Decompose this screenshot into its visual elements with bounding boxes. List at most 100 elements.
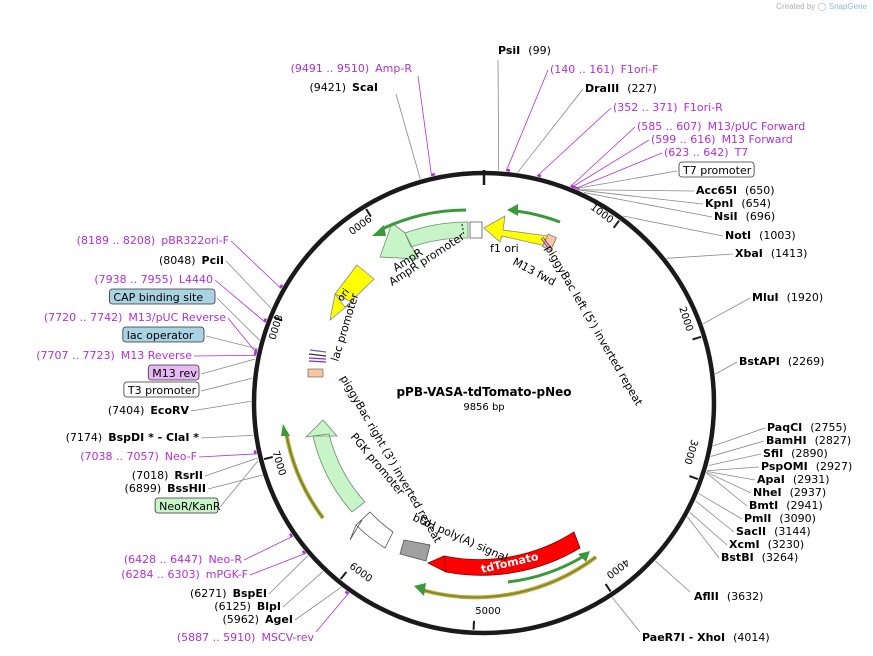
leader-line: [219, 460, 259, 508]
primer-mark: [288, 533, 294, 538]
leader-line: [706, 472, 748, 507]
pmli-site-label: PmlI(3090): [744, 512, 816, 525]
label-scai: (9421) ScaI: [309, 81, 378, 94]
leader-line: [622, 215, 724, 237]
m13-fwd-name: M13 Forward: [722, 133, 793, 146]
bamhi-name: BamHI: [766, 434, 807, 447]
label-amp-r: (9491 .. 9510)Amp-R: [291, 62, 413, 75]
agei-coord: (5962): [222, 613, 259, 626]
acc65i-site-label: Acc65I(650): [696, 184, 775, 197]
f1ori-f-coord: (140 .. 161): [550, 63, 615, 76]
m13puc-fwd-name: M13/pUC Forward: [708, 120, 806, 133]
primer-mark: [253, 450, 257, 455]
tick-mark: [612, 219, 620, 229]
label-m13-reverse: (7707 .. 7723)M13 Reverse: [36, 349, 192, 362]
paer7i-name: PaeR7I - XhoI: [642, 631, 725, 644]
scai-name: ScaI: [352, 81, 378, 94]
tick-mark: [692, 335, 702, 341]
leader-line: [578, 189, 704, 205]
m13-fwd-stripes: [540, 236, 551, 249]
bstapi-name: BstAPI: [739, 355, 780, 368]
plasmid-size: 9856 bp: [463, 402, 504, 413]
tick-label: 7000: [269, 449, 287, 477]
aflii-coord: (3632): [727, 590, 764, 603]
m13-reverse-primer-label: (7707 .. 7723)M13 Reverse: [36, 349, 192, 362]
mscv-rev-primer-label: (5887 .. 5910)MSCV-rev: [177, 631, 315, 644]
neo-f-name: Neo-F: [165, 450, 197, 463]
neo-arrow: [304, 419, 366, 513]
bsshii-coord: (6899): [125, 482, 162, 495]
leader-line: [611, 597, 641, 633]
paer7i-coord: (4014): [733, 631, 770, 644]
leader-line: [575, 152, 663, 190]
label-sfii: SfiI(2890): [763, 447, 828, 460]
nhei-name: NheI: [753, 486, 782, 499]
label-draiii: DraIII(227): [585, 82, 657, 95]
lac-operator-box: [122, 326, 205, 343]
ecorv-coord: (7404): [108, 404, 145, 417]
leader-line: [571, 139, 650, 188]
leader-line: [214, 279, 266, 323]
rsrii-coord: (7018): [132, 469, 169, 482]
sacii-coord: (3144): [774, 525, 811, 538]
f1ori-f-primer-label: (140 .. 161)F1ori-F: [550, 63, 659, 76]
bstbi-name: BstBI: [721, 551, 754, 564]
leader-line: [505, 69, 549, 172]
paqci-site-label: PaqCI(2755): [767, 421, 847, 434]
plasmid-name: pPB-VASA-tdTomato-pNeo: [396, 385, 571, 399]
t7-coord: (623 .. 642): [664, 146, 729, 159]
label-ecorv: (7404)EcoRV: [108, 404, 190, 417]
label-t7: (623 .. 642)T7: [664, 146, 748, 159]
label-xcmi: XcmI(3230): [729, 538, 804, 551]
label-acc65i: Acc65I(650): [696, 184, 775, 197]
label-t7-promoter: T7 promoter: [678, 161, 755, 178]
bstbi-site-label: BstBI(3264): [721, 551, 798, 564]
kpni-name: KpnI: [705, 197, 733, 210]
agei-site-label: (5962)AgeI: [222, 613, 293, 626]
f1-primer-arc-head: [507, 204, 518, 216]
leader-line: [249, 552, 307, 576]
primer-mark: [254, 348, 258, 354]
rsrii-name: RsrII: [174, 469, 203, 482]
aflii-name: AflII: [694, 590, 719, 603]
kpni-coord: (654): [741, 197, 771, 210]
m13-rev-box: [147, 364, 200, 381]
tick-label: 6000: [347, 561, 374, 585]
t3-promoter-name: T3 promoter: [127, 384, 197, 397]
apai-coord: (2931): [793, 473, 830, 486]
psi-name: PsiI: [498, 44, 520, 57]
bmti-coord: (2941): [786, 499, 823, 512]
label-sacii: SacII(3144): [736, 525, 811, 538]
bamhi-site-label: BamHI(2827): [766, 434, 851, 447]
leader-line: [695, 500, 735, 533]
label-m13-fwd: (599 .. 616)M13 Forward: [651, 133, 793, 146]
m13-fwd-primer-label: (599 .. 616)M13 Forward: [651, 133, 793, 146]
noti-site-label: NotI(1003): [725, 229, 796, 242]
label-paer7i: PaeR7I - XhoI (4014): [642, 631, 770, 644]
lac-operator-stripes: [308, 349, 327, 363]
label-bmti: BmtI(2941): [749, 499, 823, 512]
scai-coord: (9421): [309, 81, 346, 94]
label-neo-f: (7038 .. 7057) Neo-F: [80, 450, 197, 463]
f1ori-r-primer-label: (352 .. 371)F1ori-R: [613, 101, 723, 114]
tick-mark: [263, 455, 274, 461]
blpi-coord: (6125): [214, 600, 251, 613]
aflii-site-label: AflII (3632): [694, 590, 763, 603]
neo-f-coord: (7038 .. 7057): [80, 450, 159, 463]
scai-site-label: (9421) ScaI: [309, 81, 378, 94]
tick-mark: [273, 316, 283, 322]
mlui-coord: (1920): [787, 291, 824, 304]
label-aflii: AflII (3632): [694, 590, 763, 603]
leader-line: [200, 377, 253, 392]
leader-line: [193, 354, 256, 357]
tdtomato-arrow: [427, 531, 581, 576]
credit-brand: SnapGene: [828, 2, 867, 11]
pbr322ori-f-primer-label: (8189 .. 8208)pBR322ori-F: [77, 234, 229, 247]
leader-line: [706, 466, 760, 472]
leader-line: [204, 457, 258, 477]
label-mscv-rev: (5887 .. 5910)MSCV-rev: [177, 631, 315, 644]
l4440-coord: (7938 .. 7955): [94, 273, 173, 286]
leader-line: [706, 470, 756, 481]
leader-line: [207, 474, 263, 490]
tick-label: 4000: [604, 556, 631, 580]
